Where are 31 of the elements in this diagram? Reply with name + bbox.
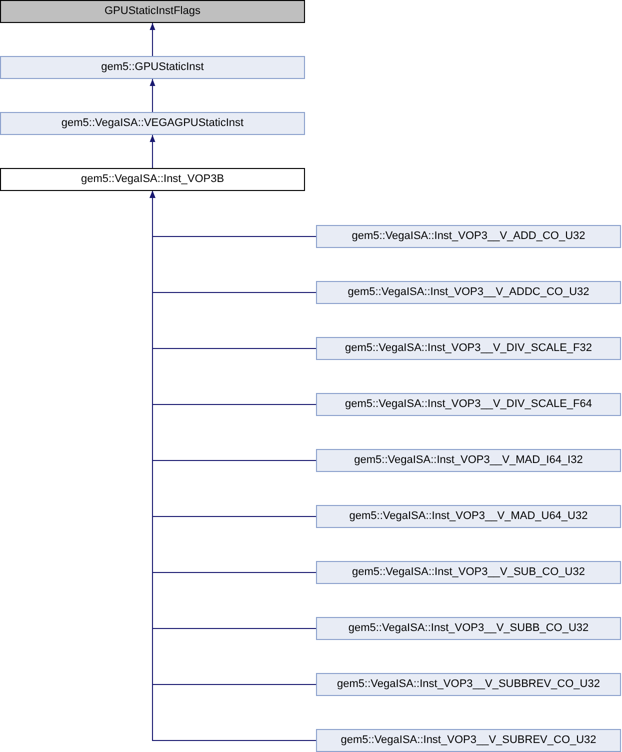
class-box bbox=[316, 449, 621, 472]
class-box bbox=[316, 225, 621, 248]
class-box bbox=[316, 393, 621, 416]
class-name: gem5::VegaISA::Inst_VOP3B bbox=[80, 172, 224, 188]
class-box bbox=[0, 56, 305, 79]
class-box bbox=[316, 337, 621, 360]
class-box bbox=[316, 281, 621, 304]
class-box bbox=[316, 617, 621, 640]
class-name: gem5::VegaISA::Inst_VOP3__V_SUB_CO_U32 bbox=[352, 565, 585, 580]
class-box bbox=[316, 673, 621, 696]
class-name: gem5::VegaISA::Inst_VOP3__V_SUBBREV_CO_U32 bbox=[337, 677, 600, 692]
class-box bbox=[0, 112, 305, 135]
class-name: gem5::VegaISA::Inst_VOP3__V_MAD_U64_U32 bbox=[349, 509, 588, 524]
class-name: gem5::GPUStaticInst bbox=[101, 60, 204, 76]
class-name: GPUStaticInstFlags bbox=[104, 4, 200, 20]
class-name: gem5::VegaISA::Inst_VOP3__V_SUBB_CO_U32 bbox=[348, 621, 589, 636]
class-name: gem5::VegaISA::VEGAGPUStaticInst bbox=[61, 116, 244, 132]
class-box bbox=[0, 168, 305, 191]
class-name: gem5::VegaISA::Inst_VOP3__V_DIV_SCALE_F64 bbox=[344, 397, 592, 412]
class-box bbox=[316, 561, 621, 584]
inheritance-arrow bbox=[150, 22, 156, 56]
class-name: gem5::VegaISA::Inst_VOP3__V_DIV_SCALE_F32 bbox=[344, 341, 592, 356]
class-name: gem5::VegaISA::Inst_VOP3__V_SUBREV_CO_U32 bbox=[340, 733, 596, 748]
class-box bbox=[0, 0, 305, 23]
class-name: gem5::VegaISA::Inst_VOP3__V_MAD_I64_I32 bbox=[354, 453, 583, 468]
inheritance-arrow bbox=[150, 134, 156, 168]
class-box bbox=[316, 729, 621, 752]
class-name: gem5::VegaISA::Inst_VOP3__V_ADDC_CO_U32 bbox=[348, 285, 590, 300]
class-name: gem5::VegaISA::Inst_VOP3__V_ADD_CO_U32 bbox=[352, 229, 586, 244]
inheritance-arrow bbox=[150, 78, 156, 112]
class-box bbox=[316, 505, 621, 528]
